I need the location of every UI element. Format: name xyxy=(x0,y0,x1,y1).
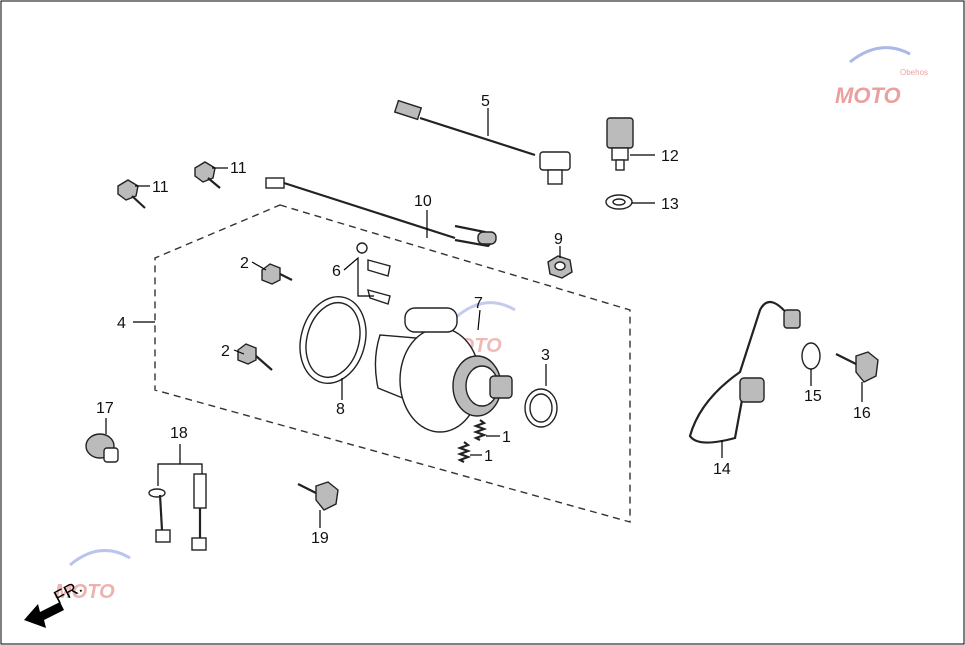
label-4: 4 xyxy=(117,315,126,332)
part-11-bolt-right xyxy=(194,161,221,189)
part-1-spring-upper xyxy=(472,419,488,441)
svg-text:MOTO: MOTO xyxy=(55,581,115,603)
part-8-gasket xyxy=(299,295,367,385)
part-15-o-ring xyxy=(801,342,821,370)
part-3-o-ring-inner xyxy=(529,393,553,423)
part-19-bolt xyxy=(297,481,339,511)
front-arrow-icon xyxy=(24,602,64,628)
part-17-plug xyxy=(85,433,119,463)
label-6: 6 xyxy=(332,263,341,280)
label-2-bottom: 2 xyxy=(221,343,230,360)
label-14: 14 xyxy=(713,461,731,478)
part-9-nut xyxy=(547,255,573,279)
part-2-bolt-top xyxy=(261,263,293,285)
label-18: 18 xyxy=(170,425,188,442)
svg-text:Obehos: Obehos xyxy=(900,68,928,77)
label-10: 10 xyxy=(414,193,432,210)
label-19: 19 xyxy=(311,530,329,547)
part-6-bracket xyxy=(356,242,391,305)
part-5-sensor-cable xyxy=(393,99,571,185)
label-2-top: 2 xyxy=(240,255,249,272)
part-10-cable xyxy=(265,177,497,248)
leader-lines xyxy=(105,108,863,528)
part-labels: 5 12 13 9 10 11 11 2 2 6 7 4 3 8 1 1 14 … xyxy=(96,93,871,547)
label-11-left: 11 xyxy=(152,179,169,196)
part-11-bolt-left xyxy=(117,179,146,209)
part-7-starter-motor xyxy=(374,307,513,433)
part-16-bolt xyxy=(835,351,879,383)
part-1-spring-lower xyxy=(456,441,472,463)
label-17: 17 xyxy=(96,400,114,417)
starter-group-outline xyxy=(154,204,631,523)
label-1-upper: 1 xyxy=(502,429,511,446)
label-1-lower: 1 xyxy=(484,448,493,465)
label-11-right: 11 xyxy=(230,160,247,177)
part-2-bolt-bottom xyxy=(237,343,273,371)
watermark-bottom-left: MOTO xyxy=(55,548,131,603)
part-13-washer-hole xyxy=(612,198,626,206)
label-5: 5 xyxy=(481,93,490,110)
label-15: 15 xyxy=(804,388,822,405)
label-12: 12 xyxy=(661,148,679,165)
watermark-top-right: MOTO Obehos xyxy=(835,46,928,108)
label-16: 16 xyxy=(853,405,871,422)
part-18-brushes xyxy=(148,473,207,551)
label-9: 9 xyxy=(554,231,563,248)
label-13: 13 xyxy=(661,196,679,213)
part-12-temp-sensor xyxy=(606,117,634,171)
label-7: 7 xyxy=(474,295,483,312)
label-8: 8 xyxy=(336,401,345,418)
svg-text:MOTO: MOTO xyxy=(835,83,901,108)
label-3: 3 xyxy=(541,347,550,364)
part-14-harness xyxy=(688,300,801,444)
